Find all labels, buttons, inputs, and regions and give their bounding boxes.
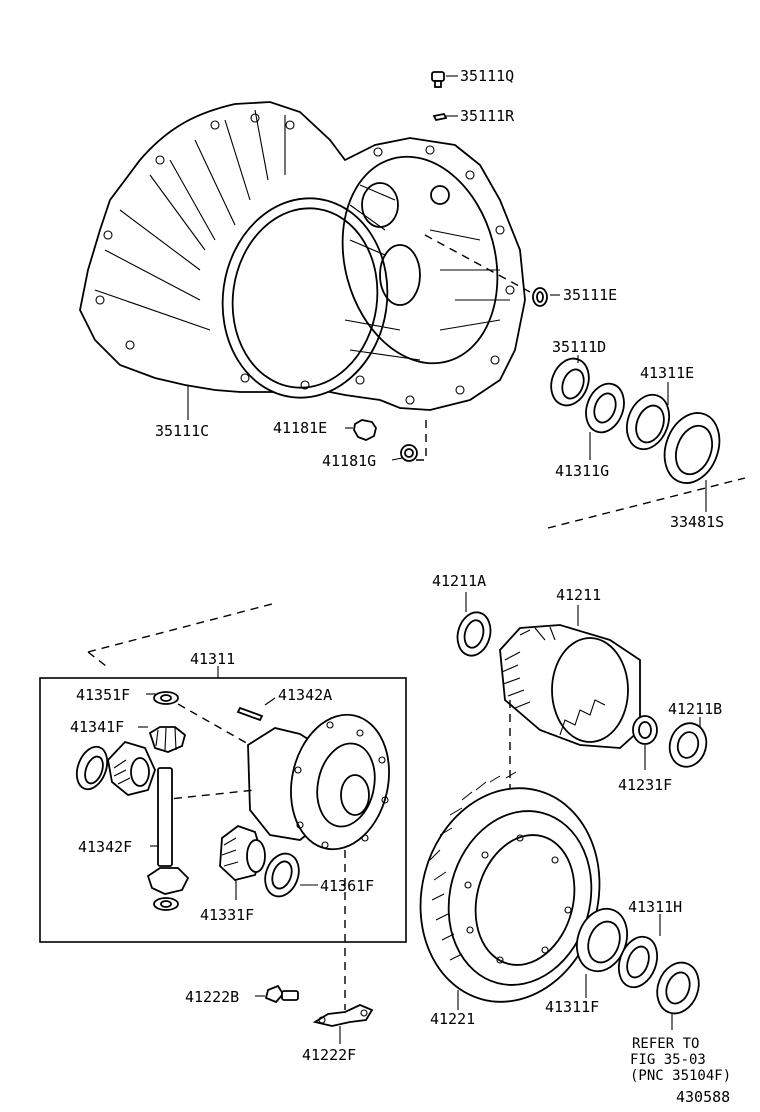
label-41181e: 41181E — [273, 419, 327, 437]
label-41211: 41211 — [556, 586, 601, 604]
side-gear-41331f — [219, 824, 266, 900]
label-35111q: 35111Q — [460, 67, 514, 85]
diagram-id: 430588 — [676, 1088, 730, 1106]
pinion-41341f — [138, 726, 187, 753]
bearing-41211a — [456, 592, 492, 657]
transaxle-housing — [79, 101, 526, 420]
plug-35111q — [431, 71, 458, 88]
plug-41181e — [345, 419, 377, 441]
label-41311h: 41311H — [628, 898, 682, 916]
label-41311g: 41311G — [555, 462, 609, 480]
bearing-lower-stack — [576, 907, 700, 1030]
pin-35111r — [432, 112, 458, 122]
label-41311e: 41311E — [640, 364, 694, 382]
kit-divider-dash — [87, 603, 273, 653]
differential-kit-box — [39, 677, 407, 943]
label-35111e: 35111E — [563, 286, 617, 304]
gasket-41181g — [391, 420, 427, 462]
washer-41351f — [146, 691, 251, 746]
side-gear-left — [107, 740, 156, 796]
gear-41211 — [499, 605, 641, 790]
label-33481s: 33481S — [670, 513, 724, 531]
label-41221: 41221 — [430, 1010, 475, 1028]
bearing-41211b — [668, 717, 708, 768]
differential-case — [159, 713, 390, 851]
bolt-41222b — [255, 984, 299, 1004]
label-41222f: 41222F — [302, 1046, 356, 1064]
label-41231f: 41231F — [618, 776, 672, 794]
label-35111c: 35111C — [155, 422, 209, 440]
refer-line-1: REFER TO — [632, 1036, 699, 1052]
kit-divider-dash-end — [87, 651, 107, 667]
thrust-41231f — [632, 715, 658, 770]
housing-bolt-holes — [95, 113, 515, 405]
ring-gear-41221 — [419, 771, 601, 1010]
refer-line-2: FIG 35-03 — [630, 1052, 706, 1068]
label-41361f: 41361F — [320, 877, 374, 895]
label-41211b: 41211B — [668, 700, 722, 718]
label-41181g: 41181G — [322, 452, 376, 470]
lockplate-41222f — [312, 1004, 374, 1044]
label-41342a: 41342A — [278, 686, 332, 704]
side-gear-washer-left — [75, 745, 109, 791]
label-41341f: 41341F — [70, 718, 124, 736]
bearing-stack-upper — [547, 355, 746, 529]
label-41311: 41311 — [190, 650, 235, 668]
refer-line-3: (PNC 35104F) — [630, 1068, 731, 1084]
pin-41342a — [236, 697, 276, 722]
label-41351f: 41351F — [76, 686, 130, 704]
shaft-41342f — [150, 767, 173, 867]
label-35111r: 35111R — [460, 107, 515, 125]
washer-41361f — [264, 852, 318, 898]
label-41211a: 41211A — [432, 572, 486, 590]
label-35111d: 35111D — [552, 338, 606, 356]
label-41342f: 41342F — [78, 838, 132, 856]
label-41311f: 41311F — [545, 998, 599, 1016]
oring-35111e — [424, 234, 560, 307]
label-41222b: 41222B — [185, 988, 239, 1006]
pinion-lower — [146, 867, 190, 911]
label-41331f: 41331F — [200, 906, 254, 924]
